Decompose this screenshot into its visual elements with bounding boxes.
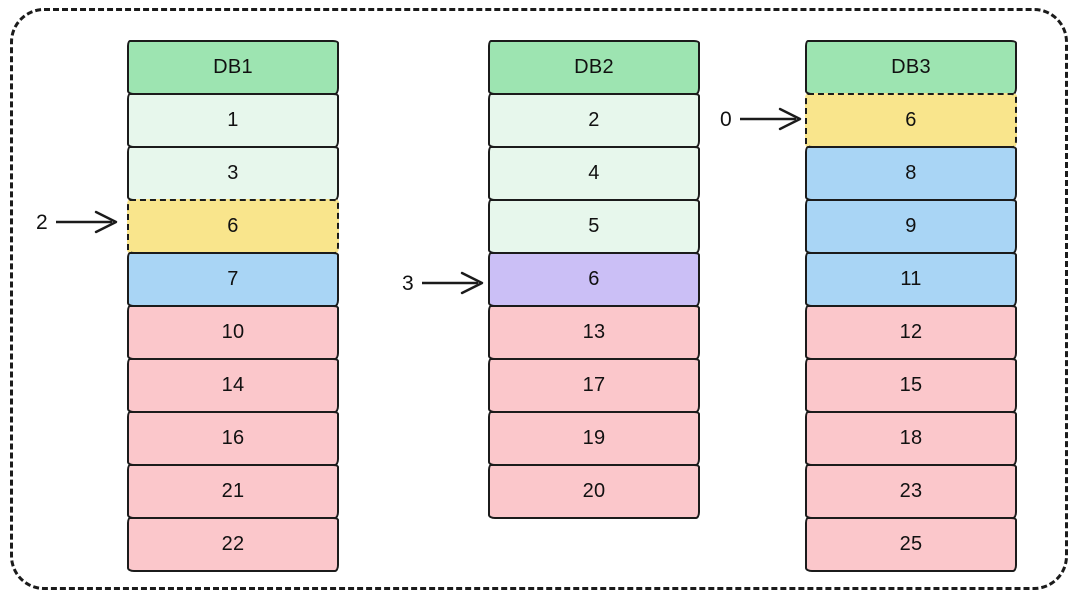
db-cell: 12 [805,305,1017,360]
db-cell: 16 [127,411,339,466]
pointer-db3: 0 [720,105,804,133]
pointer-db3-label: 0 [720,107,732,131]
db-cell: 4 [488,146,700,201]
db-cell: 10 [127,305,339,360]
db-cell: 21 [127,464,339,519]
pointer-db1: 2 [36,208,120,236]
db-cell: 22 [127,517,339,572]
db-cell: 1 [127,93,339,148]
db-cell: 5 [488,199,700,254]
db-cell: 23 [805,464,1017,519]
pointer-db2-label: 3 [402,271,414,295]
db3-header: DB3 [805,40,1017,95]
db-cell: 13 [488,305,700,360]
right-arrow-icon [739,107,801,131]
db1-header: DB1 [127,40,339,95]
db-cell: 15 [805,358,1017,413]
db-cell: 9 [805,199,1017,254]
db-cell: 6 [488,252,700,307]
db-cell: 17 [488,358,700,413]
right-arrow-icon [421,271,483,295]
db2-header: DB2 [488,40,700,95]
db-cell: 2 [488,93,700,148]
db-cell: 20 [488,464,700,519]
dashed-outer-frame [10,8,1068,590]
pointer-db2: 3 [402,269,486,297]
db-cell: 7 [127,252,339,307]
right-arrow-icon [55,210,117,234]
db-cell: 3 [127,146,339,201]
db-cell: 6 [127,199,339,254]
db-cell: 8 [805,146,1017,201]
db-cell: 25 [805,517,1017,572]
db-cell: 14 [127,358,339,413]
db-cell: 6 [805,93,1017,148]
db-cell: 18 [805,411,1017,466]
pointer-db1-label: 2 [36,210,48,234]
db-cell: 19 [488,411,700,466]
db-cell: 11 [805,252,1017,307]
